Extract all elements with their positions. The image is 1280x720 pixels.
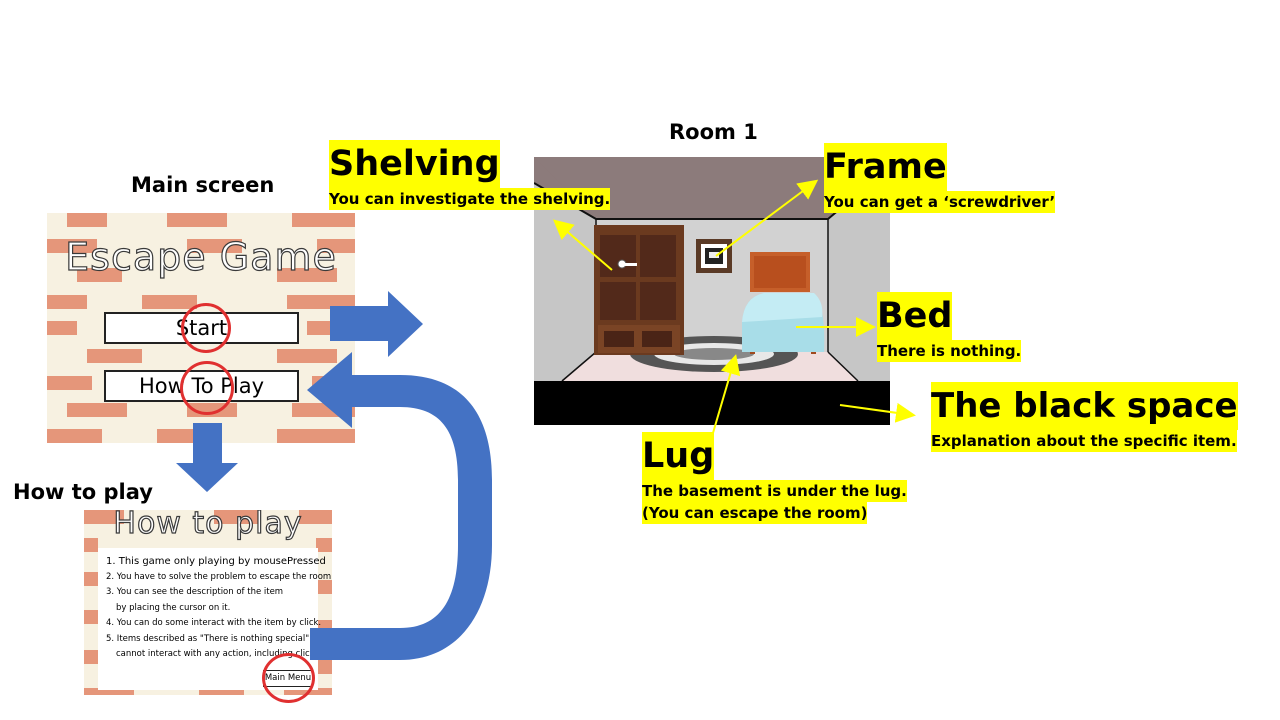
shelving-label: Shelving You can investigate the shelvin…: [329, 140, 611, 210]
room-heading: Room 1: [669, 120, 758, 144]
right-arrow: [330, 291, 423, 357]
down-arrow: [176, 423, 238, 492]
main-menu-highlight-circle: [262, 653, 315, 703]
lug-title: Lug: [642, 432, 715, 480]
shelving-pointer: [552, 219, 613, 271]
how-to-play-title: How to play: [113, 510, 303, 542]
bed-title: Bed: [877, 292, 953, 340]
instruction-line: 1. This game only playing by mousePresse…: [106, 556, 326, 567]
lug-desc-line-1: The basement is under the lug.: [642, 480, 907, 502]
black-space-pointer: [839, 402, 916, 423]
instruction-line: 5. Items described as "There is nothing …: [106, 633, 310, 644]
shelving-desc: You can investigate the shelving.: [329, 188, 611, 210]
lug-label: Lug The basement is under the lug. (You …: [642, 432, 907, 524]
black-space-label: The black space Explanation about the sp…: [931, 382, 1238, 452]
bed-desc: There is nothing.: [877, 340, 1022, 362]
instruction-line: by placing the cursor on it.: [116, 602, 231, 613]
main-screen-heading: Main screen: [131, 173, 275, 197]
instruction-line: cannot interact with any action, includi…: [116, 649, 331, 659]
shelving-title: Shelving: [329, 140, 500, 188]
how-to-play-highlight-circle: [180, 361, 234, 415]
black-space-desc: Explanation about the specific item.: [931, 430, 1237, 452]
instruction-line: 3. You can see the description of the it…: [106, 587, 284, 597]
instruction-line: 4. You can do some interact with the ite…: [106, 618, 322, 628]
black-space-title: The black space: [931, 382, 1238, 430]
frame-title: Frame: [824, 143, 947, 191]
frame-label: Frame You can get a ‘screwdriver’: [824, 143, 1056, 213]
how-to-play-heading: How to play: [13, 480, 153, 504]
instruction-line: 2. You have to solve the problem to esca…: [106, 571, 332, 582]
game-title: Escape Game: [65, 234, 337, 279]
start-highlight-circle: [181, 303, 231, 353]
frame-desc: You can get a ‘screwdriver’: [824, 191, 1056, 213]
frame-pointer: [715, 179, 819, 257]
bed-label: Bed There is nothing.: [877, 292, 1022, 362]
lug-desc-line-2: (You can escape the room): [642, 502, 868, 524]
how-to-play-preview: How to play 1. This game only playing by…: [84, 510, 332, 695]
instructions-card: 1. This game only playing by mousePresse…: [98, 548, 332, 690]
back-curve-arrow: [307, 352, 492, 660]
